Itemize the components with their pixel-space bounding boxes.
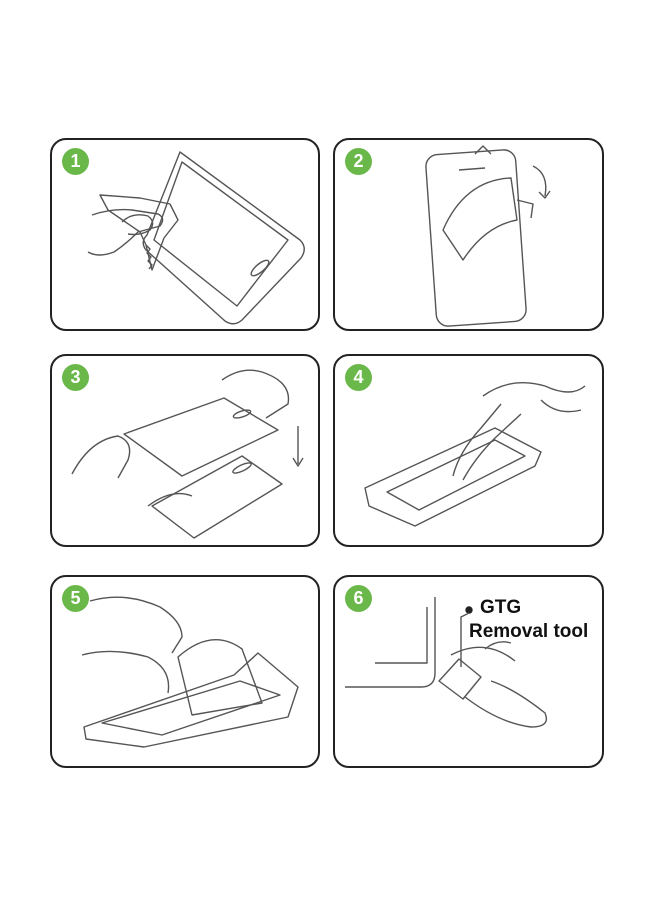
cloth-edge	[145, 244, 153, 270]
hand-bottom	[147, 492, 193, 507]
step-badge-5: 5	[62, 585, 89, 612]
phone-speaker	[232, 462, 252, 474]
callout-dot	[465, 606, 473, 614]
callout-label-gtg: GTG	[480, 597, 522, 618]
peel-arrowhead	[538, 190, 551, 199]
finger-2	[462, 413, 522, 481]
protector	[123, 397, 279, 477]
down-arrowhead	[292, 457, 304, 467]
step-badge-3: 3	[62, 364, 89, 391]
step-panel-6: 6 GTG Removal tool	[333, 575, 604, 768]
protector-speaker	[232, 409, 252, 419]
step-panel-4: 4	[333, 354, 604, 547]
hand	[482, 381, 586, 413]
phone-screen	[101, 680, 281, 736]
film-corner	[516, 199, 534, 219]
step-panel-5: 5	[50, 575, 320, 768]
step-badge-1: 1	[62, 148, 89, 175]
callout-leader	[460, 612, 470, 667]
hand-upper	[89, 596, 183, 654]
step-badge-4: 4	[345, 364, 372, 391]
hand-left	[71, 435, 131, 479]
removal-tool-illustration	[345, 597, 548, 728]
callout-label-removal-tool: Removal tool	[469, 621, 589, 642]
phone-speaker	[458, 167, 486, 171]
phone-outline	[364, 427, 542, 527]
phone-button	[250, 259, 270, 277]
remove-protector-illustration	[81, 596, 299, 748]
finger	[452, 403, 502, 477]
step-panel-3: 3	[50, 354, 320, 547]
film-peel	[442, 177, 518, 261]
phone-screen	[386, 439, 526, 511]
hand-lower	[81, 650, 170, 694]
phone-outline	[142, 151, 305, 325]
removal-tool	[438, 658, 482, 700]
press-bubbles-illustration	[364, 381, 586, 527]
hand-upper	[450, 641, 516, 662]
phone-outline	[425, 149, 527, 327]
wipe-screen-illustration	[87, 151, 305, 325]
hand	[87, 208, 164, 256]
hand-top	[221, 369, 290, 419]
peel-arrow	[532, 165, 547, 197]
phone-corner-inner	[375, 607, 428, 664]
step-panel-2: 2	[333, 138, 604, 331]
phone-outline	[83, 652, 299, 748]
step-panel-1: 1	[50, 138, 320, 331]
phone-inner	[153, 161, 289, 307]
film-tab	[474, 145, 492, 155]
step-badge-6: 6	[345, 585, 372, 612]
step-badge-2: 2	[345, 148, 372, 175]
hand-lower	[464, 680, 548, 728]
align-protector-illustration	[71, 369, 304, 539]
thumb	[121, 214, 154, 236]
phone-outline	[151, 455, 283, 539]
peel-film-illustration	[425, 145, 551, 327]
phone-corner-outer	[345, 597, 436, 688]
protector-lifted	[177, 639, 263, 716]
